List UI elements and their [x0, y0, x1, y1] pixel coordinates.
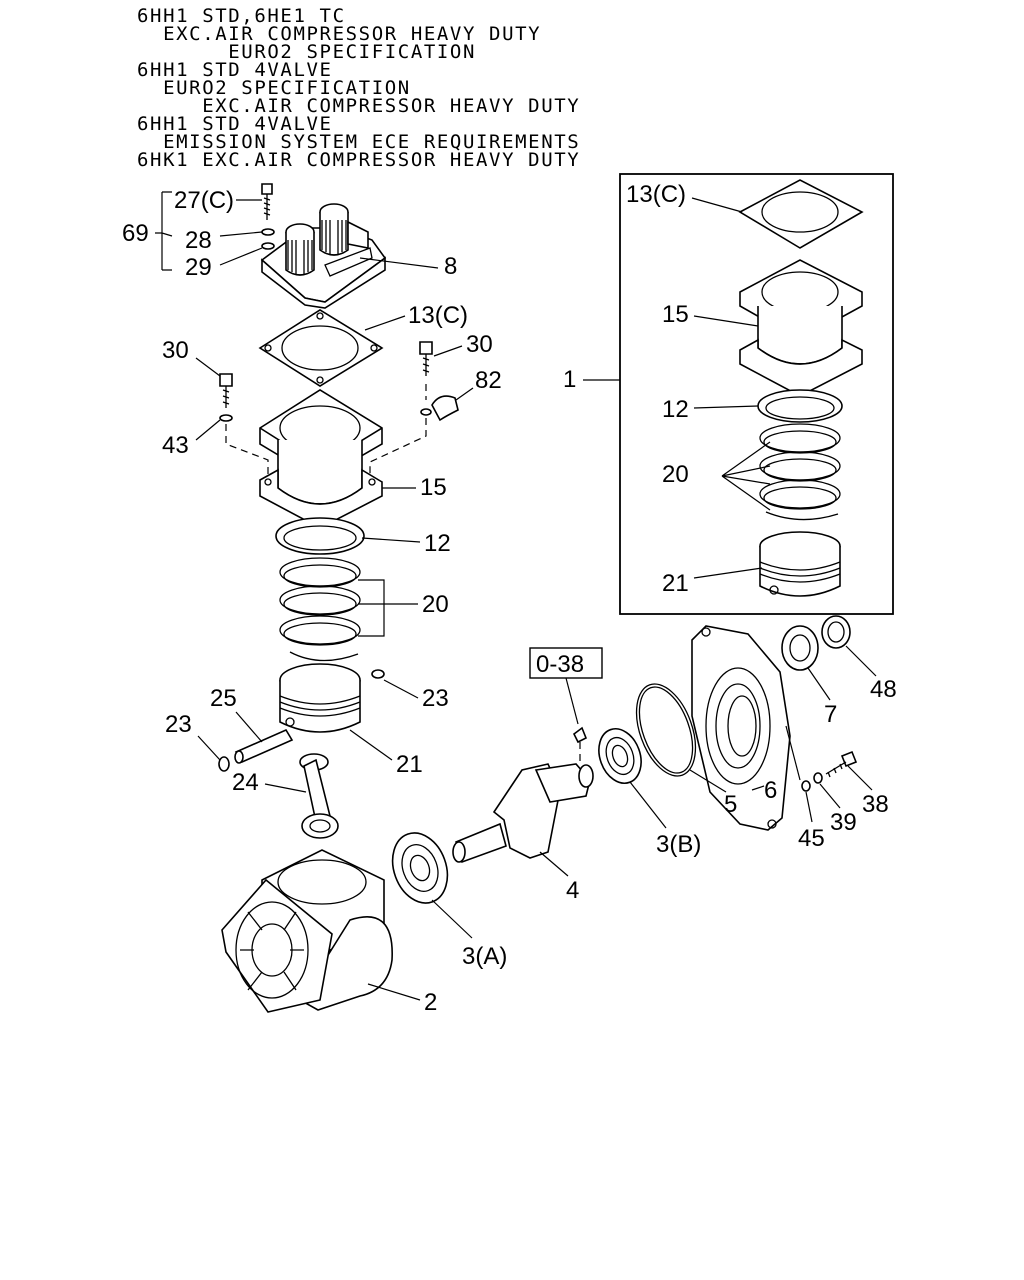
header-notes: 6HH1 STD,6HE1 TC EXC.AIR COMPRESSOR HEAV…	[0, 0, 1024, 175]
o-ring-part-5[interactable]	[625, 676, 707, 784]
callout-8: 8	[444, 253, 457, 280]
cover-part-6[interactable]	[691, 625, 791, 831]
washer-part-28[interactable]	[261, 228, 275, 236]
connecting-rod-part-24[interactable]	[299, 753, 339, 839]
cylinder-head-part-8[interactable]	[260, 203, 387, 309]
washer-part-30-right[interactable]	[420, 408, 432, 416]
callout-27c: 27(C)	[174, 187, 234, 214]
callout-82: 82	[475, 367, 502, 394]
callout-38: 38	[862, 791, 889, 818]
washer-part-39[interactable]	[813, 772, 823, 784]
oil-seal-part-7[interactable]	[781, 625, 819, 671]
bearing-part-3b[interactable]	[592, 723, 649, 789]
header-line-2: EXC.AIR COMPRESSOR HEAVY DUTY	[137, 23, 542, 45]
washer-part-29[interactable]	[261, 242, 275, 250]
callout-13c-main: 13(C)	[408, 302, 468, 329]
callout-13c-box: 13(C)	[626, 181, 686, 208]
piston-pin-part-25[interactable]	[234, 728, 294, 764]
header-line-5: EURO2 SPECIFICATION	[137, 77, 411, 99]
snap-ring-part-23-left[interactable]	[218, 756, 230, 772]
gasket-part-12-kit[interactable]	[757, 389, 843, 423]
callout-15-main: 15	[420, 474, 447, 501]
callout-69: 69	[122, 220, 149, 247]
callout-30-right: 30	[466, 331, 493, 358]
callout-28: 28	[185, 227, 212, 254]
reference-box-0-38[interactable]	[529, 647, 603, 679]
callout-29: 29	[185, 254, 212, 281]
callout-3a: 3(A)	[462, 943, 507, 970]
kit-box-part-1[interactable]	[619, 173, 894, 615]
bolt-part-27c[interactable]	[261, 183, 273, 220]
callout-7: 7	[824, 701, 837, 728]
callout-12-main: 12	[424, 530, 451, 557]
cylinder-part-15[interactable]	[259, 389, 383, 529]
header-line-3: EURO2 SPECIFICATION	[137, 41, 477, 63]
clip-part-82[interactable]	[431, 395, 459, 422]
crankcase-part-2[interactable]	[221, 849, 393, 1013]
washer-part-45[interactable]	[801, 780, 811, 792]
callout-20-box: 20	[662, 461, 689, 488]
callout-2: 2	[424, 989, 437, 1016]
gasket-part-13c[interactable]	[258, 309, 384, 387]
cylinder-part-15-kit[interactable]	[739, 259, 863, 397]
callout-23-right: 23	[422, 685, 449, 712]
washer-part-43[interactable]	[219, 414, 233, 422]
callout-20-main: 20	[422, 591, 449, 618]
bearing-part-3a[interactable]	[383, 825, 456, 910]
callout-25: 25	[210, 685, 237, 712]
bolt-part-30-right[interactable]	[419, 341, 433, 376]
callout-21-box: 21	[662, 570, 689, 597]
key-part[interactable]	[572, 726, 588, 744]
gasket-part-12[interactable]	[275, 517, 365, 555]
header-line-4: 6HH1 STD 4VALVE	[137, 59, 333, 81]
callout-6: 6	[764, 777, 777, 804]
callout-39: 39	[830, 809, 857, 836]
callout-43: 43	[162, 432, 189, 459]
header-line-9: 6HK1 EXC.AIR COMPRESSOR HEAVY DUTY	[137, 149, 581, 171]
piston-rings-part-20[interactable]	[279, 557, 361, 662]
callout-23-left: 23	[165, 711, 192, 738]
crankshaft-part-4[interactable]	[452, 763, 594, 864]
piston-part-21[interactable]	[279, 663, 361, 733]
header-line-1: 6HH1 STD,6HE1 TC	[137, 5, 346, 27]
bolt-part-38[interactable]	[825, 750, 858, 778]
callout-21-main: 21	[396, 751, 423, 778]
seal-part-48[interactable]	[821, 615, 851, 649]
header-line-6: EXC.AIR COMPRESSOR HEAVY DUTY	[137, 95, 581, 117]
callout-1: 1	[563, 366, 576, 393]
callout-15-box: 15	[662, 301, 689, 328]
header-line-8: EMISSION SYSTEM ECE REQUIREMENTS	[137, 131, 581, 153]
callout-3b: 3(B)	[656, 831, 701, 858]
callout-5: 5	[724, 791, 737, 818]
piston-part-21-kit[interactable]	[759, 531, 841, 597]
header-line-7: 6HH1 STD 4VALVE	[137, 113, 333, 135]
callout-0-38: 0-38	[536, 651, 584, 678]
callout-48: 48	[870, 676, 897, 703]
callout-24: 24	[232, 769, 259, 796]
callout-4: 4	[566, 877, 579, 904]
callout-30-left: 30	[162, 337, 189, 364]
bolt-part-30-left[interactable]	[219, 373, 233, 408]
gasket-part-13c-kit[interactable]	[738, 179, 864, 249]
snap-ring-part-23-right[interactable]	[371, 669, 385, 679]
callout-45: 45	[798, 825, 825, 852]
piston-rings-part-20-kit[interactable]	[759, 423, 841, 521]
callout-12-box: 12	[662, 396, 689, 423]
